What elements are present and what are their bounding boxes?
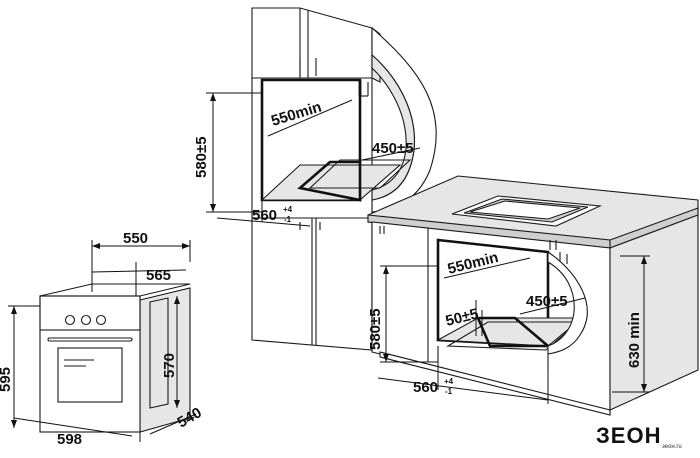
- upper-dimensions: 580±5 550min 450±5 560 +4 -1: [193, 92, 421, 227]
- lower-niche-front-label: 560: [413, 379, 438, 396]
- upper-niche-height-label: 580±5: [193, 136, 210, 178]
- counter-height-label: 630 min: [626, 312, 643, 368]
- oven-handle: [47, 337, 133, 342]
- lower-niche-front-tol-minus: -1: [445, 387, 453, 396]
- oven-depth-top-label: 565: [146, 267, 171, 284]
- upper-cabinet: [251, 7, 437, 353]
- lower-cabinet: [367, 175, 699, 416]
- knob-right-icon: [95, 314, 107, 326]
- oven-front-width-label: 598: [57, 431, 82, 448]
- oven-dimensions: 550 565 595 570 598 540: [0, 230, 205, 448]
- lower-niche-height-label: 580±5: [367, 308, 384, 350]
- upper-niche-front-label: 560: [252, 207, 277, 224]
- lower-niche-depth-label: 450±5: [526, 293, 568, 310]
- brand-logo-small: зеон.ru: [662, 444, 682, 450]
- knob-left-icon: [64, 314, 76, 326]
- lower-niche-front-tol-plus: +4: [444, 377, 454, 386]
- oven-height-total-label: 595: [0, 367, 14, 392]
- upper-niche-depth-label: 450±5: [372, 140, 414, 157]
- oven-width-label: 550: [123, 230, 148, 247]
- brand-logo: ЗЕОН зеон.ru: [596, 423, 682, 450]
- upper-niche-front-tol-plus: +4: [283, 205, 293, 214]
- upper-niche-front-tol-minus: -1: [284, 215, 292, 224]
- oven-height-body-label: 570: [161, 353, 178, 378]
- knob-middle-icon: [80, 314, 92, 326]
- lower-dimensions: 550min 450±5 50±5 580±5 560 +4 -1 630 mi…: [367, 249, 650, 404]
- brand-logo-text: ЗЕОН: [596, 423, 661, 448]
